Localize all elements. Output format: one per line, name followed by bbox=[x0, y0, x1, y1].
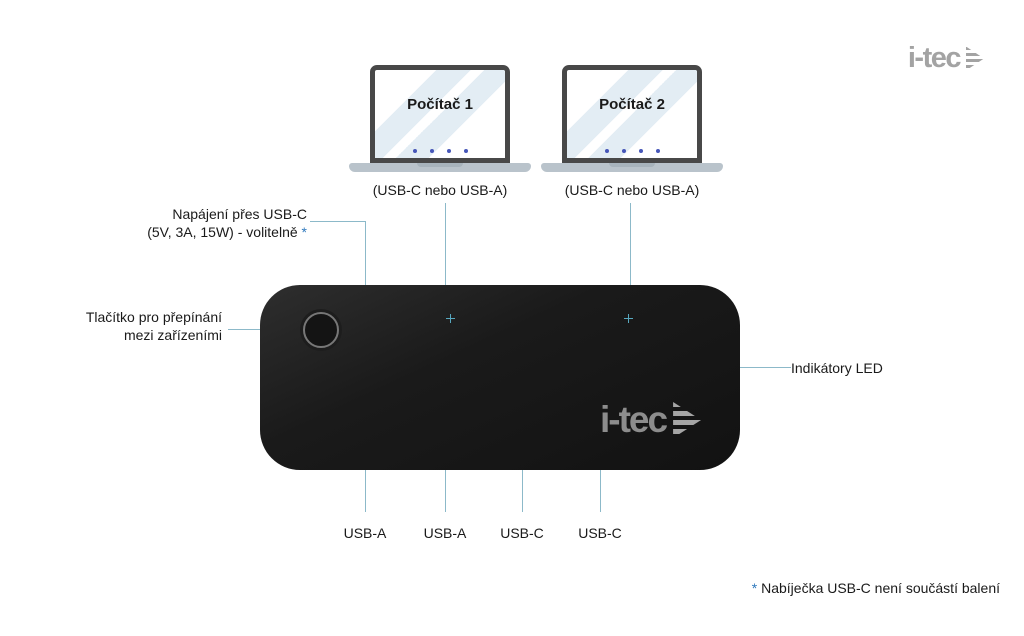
screen-icons bbox=[567, 149, 697, 153]
device-itec-logo: i-tec bbox=[600, 399, 702, 441]
screen-reflection bbox=[375, 70, 505, 158]
footnote: * Nabíječka USB-C není součástí balení bbox=[752, 580, 1000, 596]
laptop-1-label: Počítač 1 bbox=[407, 96, 473, 113]
power-asterisk: * bbox=[301, 224, 307, 240]
connector-line-laptop1 bbox=[445, 203, 446, 285]
screen-reflection bbox=[567, 70, 697, 158]
power-callout: Napájení přes USB-C (5V, 3A, 15W) - voli… bbox=[147, 205, 307, 241]
dock-device bbox=[260, 285, 740, 470]
connector-line-port1 bbox=[365, 470, 366, 512]
itec-logo-text: i-tec bbox=[907, 42, 962, 74]
port-label-usb-a-1: USB-A bbox=[343, 525, 387, 541]
led-indicator-1-icon bbox=[446, 314, 455, 323]
footnote-text: Nabíječka USB-C není součástí balení bbox=[761, 580, 1000, 596]
device-itec-logo-text: i-tec bbox=[600, 399, 668, 440]
connector-line-power-v bbox=[365, 221, 366, 285]
port-label-usb-c-1: USB-C bbox=[500, 525, 544, 541]
switch-callout: Tlačítko pro přepínání mezi zařízeními bbox=[86, 308, 222, 344]
laptop-2: Počítač 2 bbox=[541, 65, 723, 172]
led-callout: Indikátory LED bbox=[791, 360, 883, 376]
screen-icons bbox=[375, 149, 505, 153]
connector-line-port3 bbox=[522, 470, 523, 512]
laptop-2-screen: Počítač 2 bbox=[562, 65, 702, 163]
connector-line-power-h bbox=[310, 221, 365, 222]
led-indicator-2-icon bbox=[624, 314, 633, 323]
connector-line-port4 bbox=[600, 470, 601, 512]
power-callout-line1: Napájení přes USB-C bbox=[172, 206, 307, 222]
port-label-usb-a-2: USB-A bbox=[423, 525, 467, 541]
laptop-2-label: Počítač 2 bbox=[599, 96, 665, 113]
laptop-2-base bbox=[541, 163, 723, 172]
itec-arrow-icon bbox=[966, 46, 984, 71]
switch-callout-line2: mezi zařízeními bbox=[123, 327, 222, 343]
itec-logo: i-tec bbox=[908, 42, 984, 75]
switch-button bbox=[303, 312, 339, 348]
laptop-1-screen: Počítač 1 bbox=[370, 65, 510, 163]
laptop-1-connection-label: (USB-C nebo USB-A) bbox=[372, 182, 508, 198]
footnote-asterisk: * bbox=[751, 580, 758, 596]
port-label-usb-c-2: USB-C bbox=[578, 525, 622, 541]
device-itec-arrow-icon bbox=[673, 402, 702, 438]
connector-line-port2 bbox=[445, 470, 446, 512]
power-callout-line2: (5V, 3A, 15W) - volitelně * bbox=[147, 224, 307, 240]
laptop-1: Počítač 1 bbox=[349, 65, 531, 172]
laptop-2-connection-label: (USB-C nebo USB-A) bbox=[564, 182, 700, 198]
switch-callout-line1: Tlačítko pro přepínání bbox=[85, 309, 222, 325]
laptop-1-base bbox=[349, 163, 531, 172]
connector-line-laptop2 bbox=[630, 203, 631, 285]
